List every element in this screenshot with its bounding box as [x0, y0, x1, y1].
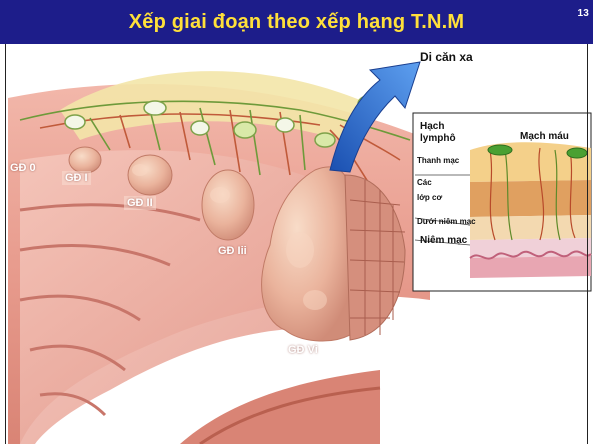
- stage-3-label: GĐ Iii: [218, 245, 247, 257]
- submucosa-label: Dưới niêm mạc: [417, 217, 476, 226]
- stage-4-label: GĐ Vi: [288, 344, 318, 356]
- lymph-vessel-label-line1: Hạch: [420, 121, 444, 132]
- slide-number: 13: [577, 8, 589, 19]
- slide-title: Xếp giai đoạn theo xếp hạng T.N.M: [129, 11, 465, 34]
- serosa-label: Thanh mạc: [417, 156, 459, 165]
- blood-vessel-label: Mạch máu: [520, 131, 569, 142]
- slide-frame-right: [587, 44, 588, 444]
- slide-frame-left: [5, 44, 6, 444]
- stage-1-label: GĐ I: [62, 171, 91, 185]
- tumor-stage-3: [202, 170, 254, 240]
- stage-0-label: GĐ 0: [10, 162, 36, 174]
- slide-title-bar: Xếp giai đoạn theo xếp hạng T.N.M 13: [0, 0, 593, 44]
- muscle-layers-label-line2: lớp cơ: [417, 193, 442, 202]
- muscle-layers-label-line1: Các: [417, 178, 432, 187]
- mucosa-label: Niêm mạc: [420, 235, 467, 246]
- tumor-stage-1: [69, 147, 101, 173]
- colon-cancer-illustration: [0, 44, 593, 444]
- stage-2-label: GĐ II: [124, 196, 156, 210]
- tumor-stage-2: [128, 155, 172, 195]
- metastasis-label: Di căn xa: [420, 50, 473, 64]
- lymph-vessel-label-line2: lymphô: [420, 133, 456, 144]
